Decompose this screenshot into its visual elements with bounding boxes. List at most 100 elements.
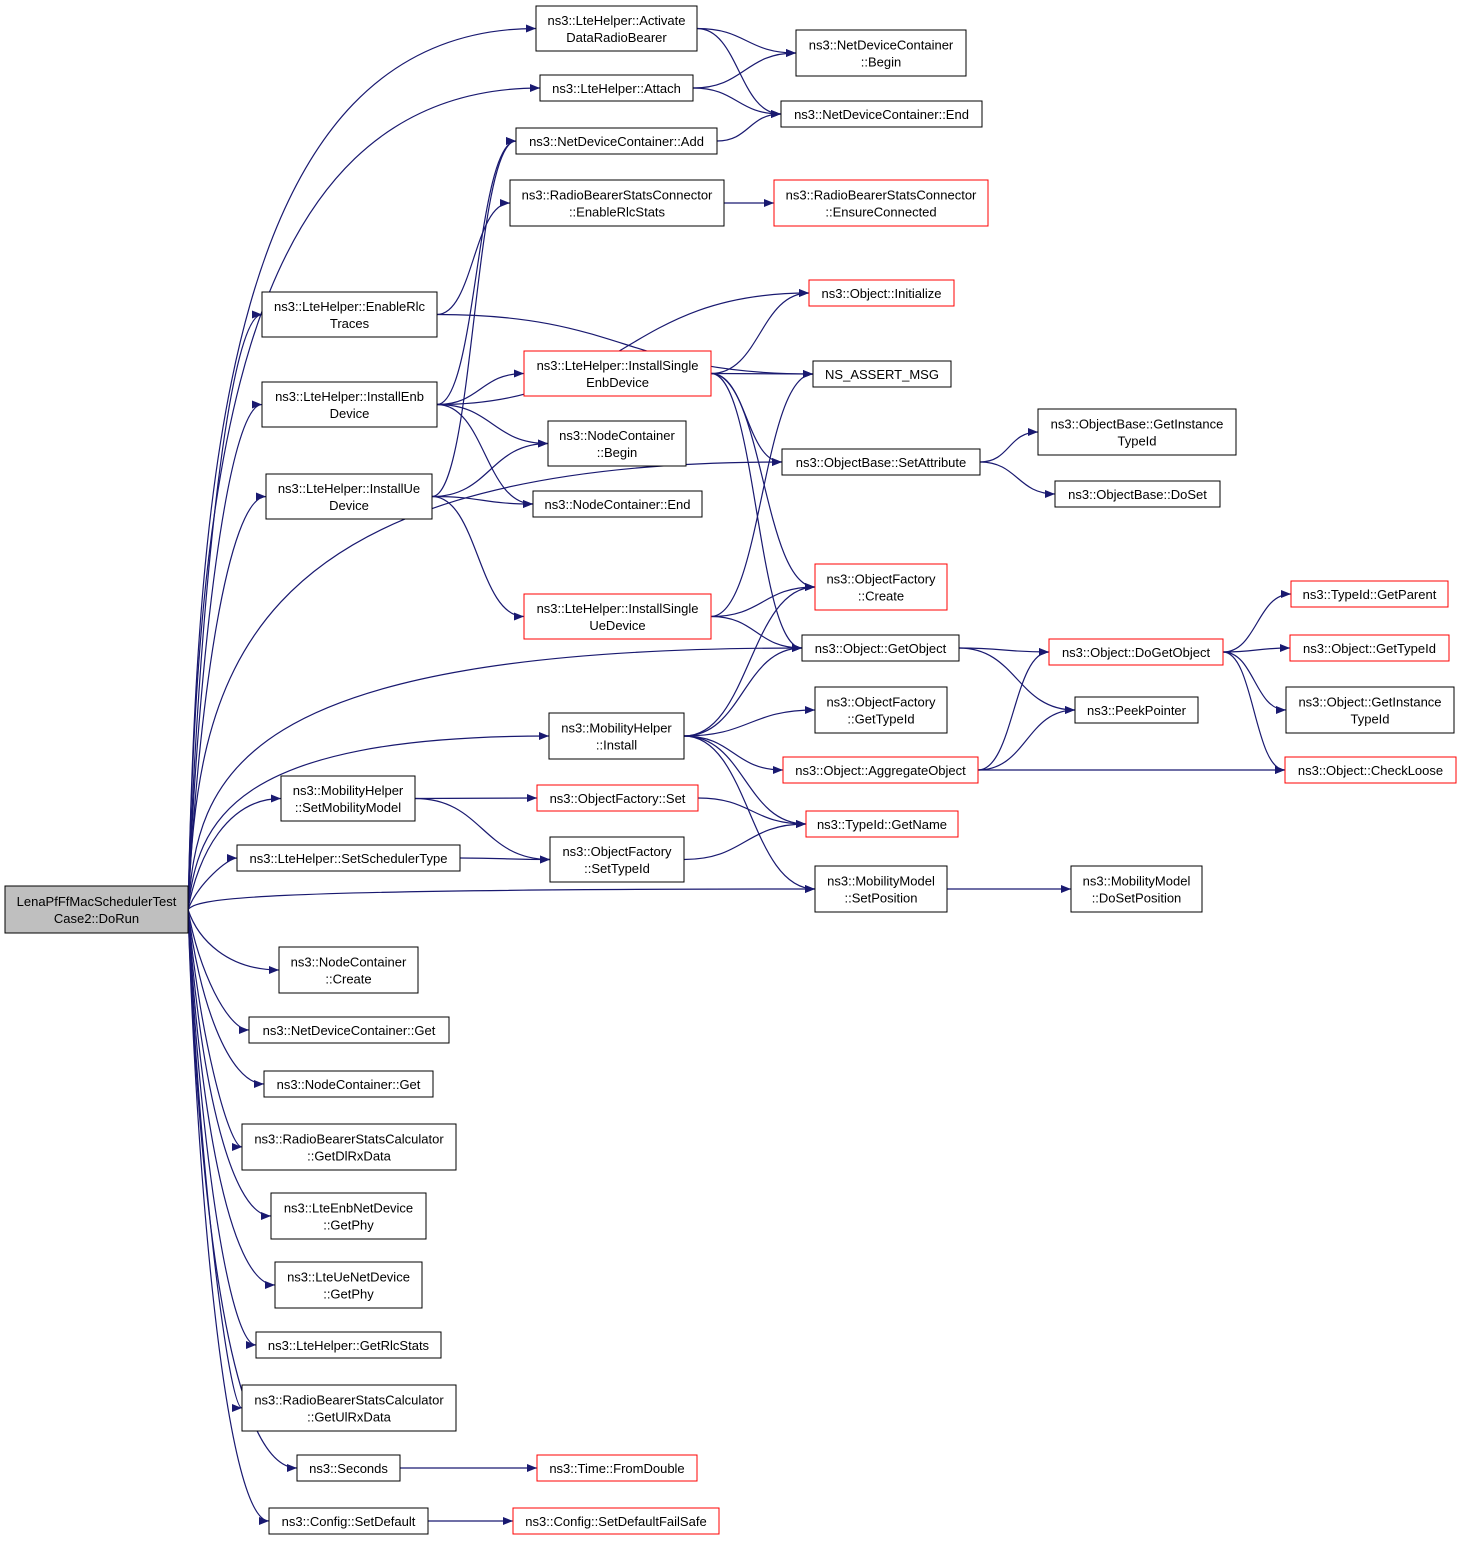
node-attach[interactable]: ns3::LteHelper::Attach (539, 74, 694, 102)
node-label: ::Begin (597, 445, 637, 460)
node-ncend[interactable]: ns3::NodeContainer::End (532, 490, 703, 518)
node-tidparent[interactable]: ns3::TypeId::GetParent (1290, 580, 1449, 608)
node-ofcreate[interactable]: ns3::ObjectFactory::Create (814, 563, 948, 611)
node-label: ::GetTypeId (847, 712, 914, 727)
node-label: ns3::MobilityModel (827, 874, 935, 889)
node-ncget[interactable]: ns3::NodeContainer::Get (263, 1070, 434, 1098)
node-box (1284, 756, 1457, 784)
node-seconds[interactable]: ns3::Seconds (296, 1454, 401, 1482)
node-label: ns3::Object::GetInstance (1298, 695, 1441, 710)
node-label: ::Install (596, 738, 637, 753)
node-nccreate[interactable]: ns3::NodeContainer::Create (278, 946, 419, 994)
node-peek[interactable]: ns3::PeekPointer (1074, 696, 1199, 724)
node-getdlrx[interactable]: ns3::RadioBearerStatsCalculator::GetDlRx… (241, 1123, 457, 1171)
node-box (536, 1454, 698, 1482)
node-dogetobject[interactable]: ns3::Object::DoGetObject (1048, 638, 1224, 666)
node-label: ns3::NetDeviceContainer (809, 38, 954, 53)
node-ofgettid[interactable]: ns3::ObjectFactory::GetTypeId (814, 686, 948, 734)
call-edge-root-to-mhinstall (187, 732, 550, 910)
node-fromdouble[interactable]: ns3::Time::FromDouble (536, 1454, 698, 1482)
node-label: ns3::TypeId::GetParent (1303, 587, 1437, 602)
node-label: ns3::TypeId::GetName (817, 817, 947, 832)
call-edge-root-to-installenb (187, 400, 263, 910)
node-box (780, 100, 983, 128)
node-ndcbegin[interactable]: ns3::NetDeviceContainer::Begin (795, 29, 967, 77)
node-label: ns3::LteHelper::InstallSingle (537, 601, 699, 616)
call-edge-root-to-ncget (187, 909, 265, 1088)
node-box (278, 946, 419, 994)
node-objinit[interactable]: ns3::Object::Initialize (808, 279, 955, 307)
node-label: ns3::LteEnbNetDevice (284, 1201, 413, 1216)
node-box (801, 634, 960, 662)
node-label: DataRadioBearer (566, 30, 667, 45)
node-label: ::EnsureConnected (825, 205, 936, 220)
node-label: ns3::PeekPointer (1087, 703, 1187, 718)
node-tidgetname[interactable]: ns3::TypeId::GetName (805, 810, 959, 838)
node-getrlcstats[interactable]: ns3::LteHelper::GetRlcStats (255, 1331, 442, 1359)
node-ofsettid[interactable]: ns3::ObjectFactory::SetTypeId (549, 836, 685, 883)
node-objgettid[interactable]: ns3::Object::GetTypeId (1289, 634, 1450, 662)
call-edge-root-to-getdlrx (187, 909, 243, 1151)
node-label: ns3::LteUeNetDevice (287, 1270, 410, 1285)
node-label: TypeId (1117, 434, 1156, 449)
node-rbsc_ensure[interactable]: ns3::RadioBearerStatsConnector::EnsureCo… (773, 179, 989, 227)
node-ncbegin[interactable]: ns3::NodeContainer::Begin (547, 420, 687, 467)
call-edge-installsue-to-getobject (710, 615, 803, 652)
node-label: ns3::NetDeviceContainer::Add (529, 134, 704, 149)
node-getulrx[interactable]: ns3::RadioBearerStatsCalculator::GetUlRx… (241, 1384, 457, 1432)
call-edge-ndcadd-to-ndcend (716, 110, 782, 142)
node-uephy[interactable]: ns3::LteUeNetDevice::GetPhy (274, 1261, 423, 1309)
node-setdefault[interactable]: ns3::Config::SetDefault (268, 1507, 429, 1535)
node-aggregate[interactable]: ns3::Object::AggregateObject (782, 756, 979, 784)
node-label: ns3::Object::Initialize (822, 286, 942, 301)
node-box (515, 127, 718, 155)
node-checkloose[interactable]: ns3::Object::CheckLoose (1284, 756, 1457, 784)
node-label: ns3::ObjectFactory (826, 572, 936, 587)
node-ndcget[interactable]: ns3::NetDeviceContainer::Get (248, 1016, 450, 1044)
node-nsassert[interactable]: NS_ASSERT_MSG (812, 360, 952, 388)
node-setscheduler[interactable]: ns3::LteHelper::SetSchedulerType (236, 844, 461, 872)
node-box (248, 1016, 450, 1044)
node-rbsc_enable[interactable]: ns3::RadioBearerStatsConnector::EnableRl… (509, 179, 725, 227)
node-ofset[interactable]: ns3::ObjectFactory::Set (536, 784, 699, 812)
call-edge-root-to-nccreate (187, 909, 280, 974)
node-mmsetpos[interactable]: ns3::MobilityModel::SetPosition (814, 865, 948, 913)
node-box (548, 712, 685, 760)
node-ndcadd[interactable]: ns3::NetDeviceContainer::Add (515, 127, 718, 155)
node-label: ns3::RadioBearerStatsCalculator (254, 1132, 444, 1147)
node-label: ns3::ObjectBase::DoSet (1068, 487, 1207, 502)
call-edge-dogetobject-to-objgettid (1222, 644, 1291, 653)
node-label: ns3::Config::SetDefault (282, 1514, 416, 1529)
node-doset[interactable]: ns3::ObjectBase::DoSet (1054, 480, 1221, 508)
node-label: ns3::MobilityHelper (293, 783, 404, 798)
call-edge-root-to-getrlcstats (187, 909, 257, 1349)
call-edge-dogetobject-to-tidparent (1222, 590, 1292, 653)
node-label: ns3::MobilityModel (1083, 874, 1191, 889)
call-edge-setattr-to-getinsttid (979, 428, 1039, 463)
node-setattr[interactable]: ns3::ObjectBase::SetAttribute (781, 448, 981, 476)
node-setdefaultfs[interactable]: ns3::Config::SetDefaultFailSafe (512, 1507, 720, 1535)
node-box (261, 291, 438, 338)
node-setmobility[interactable]: ns3::MobilityHelper::SetMobilityModel (280, 775, 416, 822)
call-edge-root-to-uephy (187, 909, 276, 1289)
call-edge-installenb-to-objinit (436, 289, 810, 406)
call-edge-root-to-seconds (187, 909, 298, 1472)
call-edge-dogetobject-to-objgetinst (1222, 651, 1287, 714)
node-mhinstall[interactable]: ns3::MobilityHelper::Install (548, 712, 685, 760)
node-mmdosetpos[interactable]: ns3::MobilityModel::DoSetPosition (1070, 865, 1203, 913)
node-getobject[interactable]: ns3::Object::GetObject (801, 634, 960, 662)
node-ndcend[interactable]: ns3::NetDeviceContainer::End (780, 100, 983, 128)
node-enbphy[interactable]: ns3::LteEnbNetDevice::GetPhy (270, 1192, 427, 1240)
call-edge-mhinstall-to-getobject (683, 644, 803, 737)
call-edge-getobject-to-peek (958, 647, 1076, 714)
